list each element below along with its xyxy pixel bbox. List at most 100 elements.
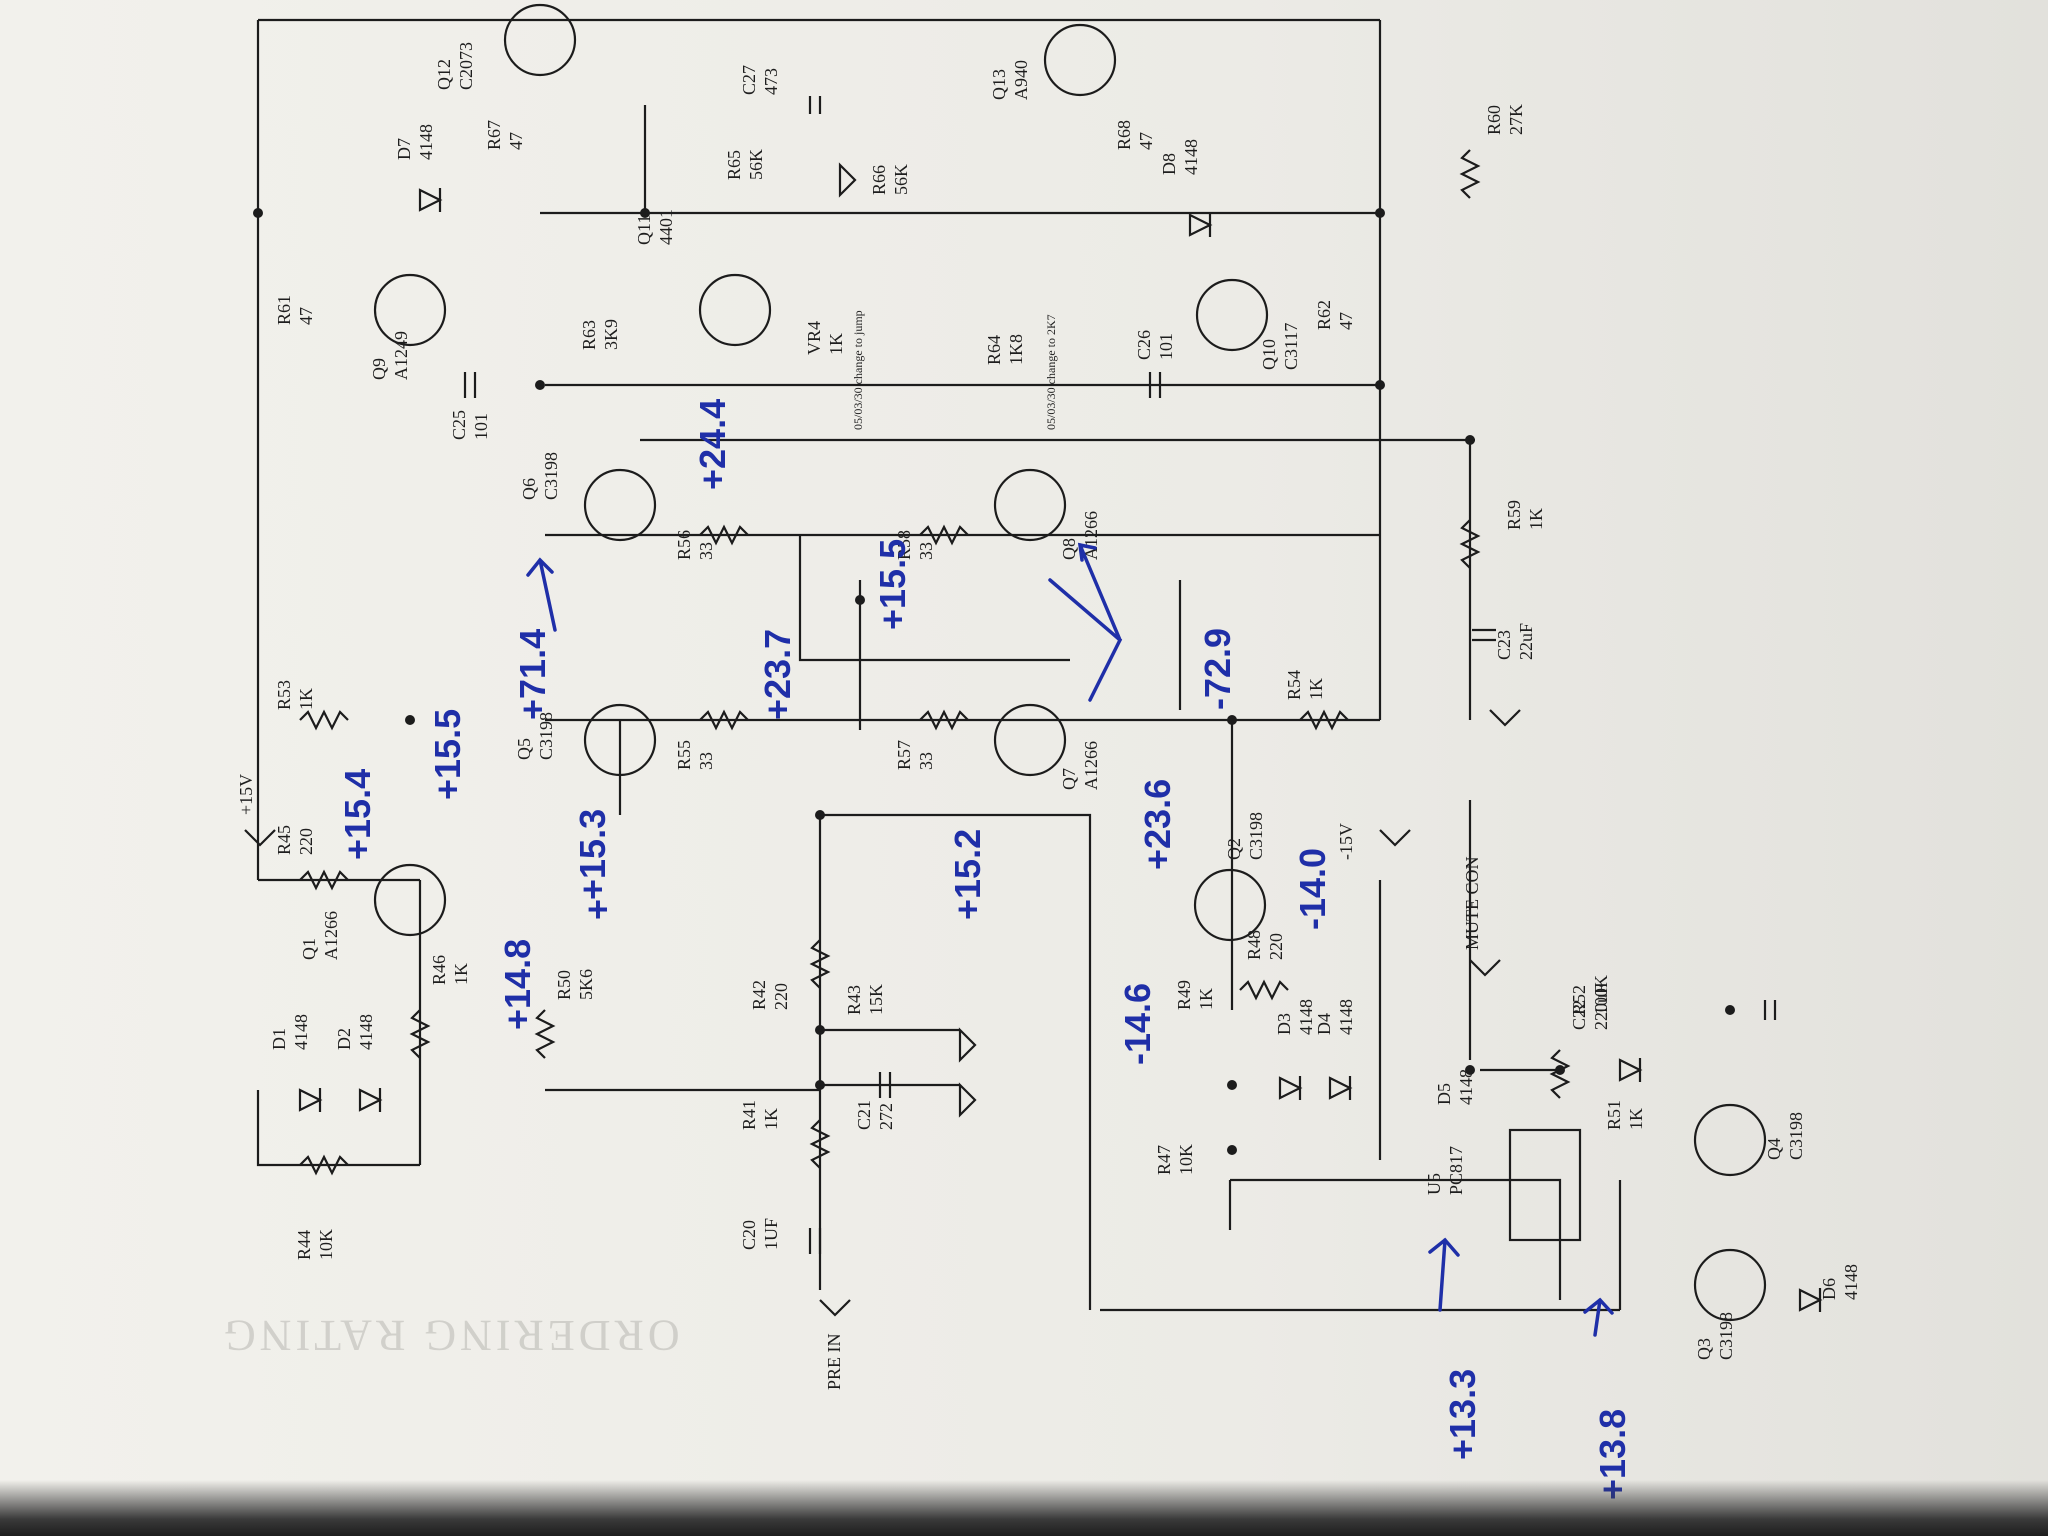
value-r68: 47 xyxy=(1136,132,1156,150)
value-r57: 33 xyxy=(916,752,936,770)
ref-d8: D8 xyxy=(1159,153,1179,175)
voltage-note: +15.5 xyxy=(872,539,913,630)
r64-note: 05/03/30 change to 2K7 xyxy=(1044,314,1058,430)
voltage-note: +24.4 xyxy=(692,399,733,490)
ref-r67: R67 xyxy=(484,120,504,150)
ref-r62: R62 xyxy=(1314,300,1334,330)
ref-c22: C22 xyxy=(1569,1000,1589,1030)
ref-q1: Q1 xyxy=(299,938,319,960)
ref-r46: R46 xyxy=(429,955,449,985)
voltage-note: +23.6 xyxy=(1137,779,1178,870)
terminal-symbols xyxy=(244,162,1521,1317)
ref-q9: Q9 xyxy=(369,358,389,380)
ref-q3: Q3 xyxy=(1694,1338,1714,1360)
ref-d2: D2 xyxy=(334,1028,354,1050)
q12-symbol xyxy=(503,3,577,77)
ref-r49: R49 xyxy=(1174,980,1194,1010)
neg-supply-label: -15V xyxy=(1336,823,1356,860)
value-r67: 47 xyxy=(506,132,526,150)
ref-r59: R59 xyxy=(1504,500,1524,530)
value-d4: 4148 xyxy=(1336,999,1356,1035)
value-r60: 27K xyxy=(1506,104,1526,135)
value-r48: 220 xyxy=(1266,933,1286,960)
ref-c23: C23 xyxy=(1494,630,1514,660)
ref-r57: R57 xyxy=(894,740,914,770)
value-r45: 220 xyxy=(296,828,316,855)
ref-r45: R45 xyxy=(274,825,294,855)
ref-r44: R44 xyxy=(294,1230,314,1260)
ref-d1: D1 xyxy=(269,1028,289,1050)
ref-u5: U5 xyxy=(1424,1173,1444,1195)
ref-q7: Q7 xyxy=(1059,768,1079,790)
ref-r68: R68 xyxy=(1114,120,1134,150)
q1-symbol xyxy=(373,863,447,937)
value-d5: 4148 xyxy=(1456,1069,1476,1105)
value-c23: 22uF xyxy=(1516,623,1536,660)
value-r51: 1K xyxy=(1626,1108,1646,1130)
transistor-symbols xyxy=(373,3,1767,1322)
mute-label: MUTE CON xyxy=(1462,857,1482,951)
ref-r53: R53 xyxy=(274,680,294,710)
voltage-note: +13.3 xyxy=(1442,1369,1483,1460)
voltage-note: -72.9 xyxy=(1197,628,1238,710)
value-r61: 47 xyxy=(296,307,316,325)
value-r54: 1K xyxy=(1306,678,1326,700)
input-label: PRE IN xyxy=(824,1333,844,1390)
ref-q2: Q2 xyxy=(1224,838,1244,860)
q11-symbol xyxy=(698,273,772,347)
value-c20: 1UF xyxy=(761,1218,781,1250)
value-vr4: 1K xyxy=(826,333,846,355)
ref-c27: C27 xyxy=(739,65,759,95)
net-labels: +15V -15V PRE IN MUTE CON 05/03/30 chang… xyxy=(236,310,1482,1390)
value-r58: 33 xyxy=(916,542,936,560)
diode-symbols xyxy=(298,188,1823,1312)
voltage-note: +15.5 xyxy=(427,709,468,800)
capacitor-symbols xyxy=(463,96,1777,1254)
value-r66: 56K xyxy=(891,164,911,195)
q7-symbol xyxy=(993,703,1067,777)
value-r64: 1K8 xyxy=(1006,334,1026,365)
ref-r65: R65 xyxy=(724,150,744,180)
value-r52: 100K xyxy=(1591,975,1611,1015)
value-q2: C3198 xyxy=(1246,812,1266,860)
value-q13: A940 xyxy=(1011,60,1031,100)
voltage-note: +15.2 xyxy=(947,829,988,920)
ref-q4: Q4 xyxy=(1764,1138,1784,1160)
value-c21: 272 xyxy=(876,1103,896,1130)
ref-q8: Q8 xyxy=(1059,538,1079,560)
ref-c21: C21 xyxy=(854,1100,874,1130)
q3-symbol xyxy=(1693,1248,1767,1322)
arrow-13-3 xyxy=(1428,1237,1460,1312)
value-r65: 56K xyxy=(746,149,766,180)
value-q12: C2073 xyxy=(456,42,476,90)
ref-r47: R47 xyxy=(1154,1145,1174,1175)
voltage-note: +14.8 xyxy=(497,939,538,1030)
voltage-notes: +15.4+15.5+14.8+15.3+71.4+23.7+24.4+15.5… xyxy=(337,399,1633,1500)
q4-symbol xyxy=(1693,1103,1767,1177)
value-r50: 5K6 xyxy=(576,969,596,1000)
value-q10: C3117 xyxy=(1281,323,1301,370)
value-d2: 4148 xyxy=(356,1014,376,1050)
schematic-wires xyxy=(256,18,1622,1312)
